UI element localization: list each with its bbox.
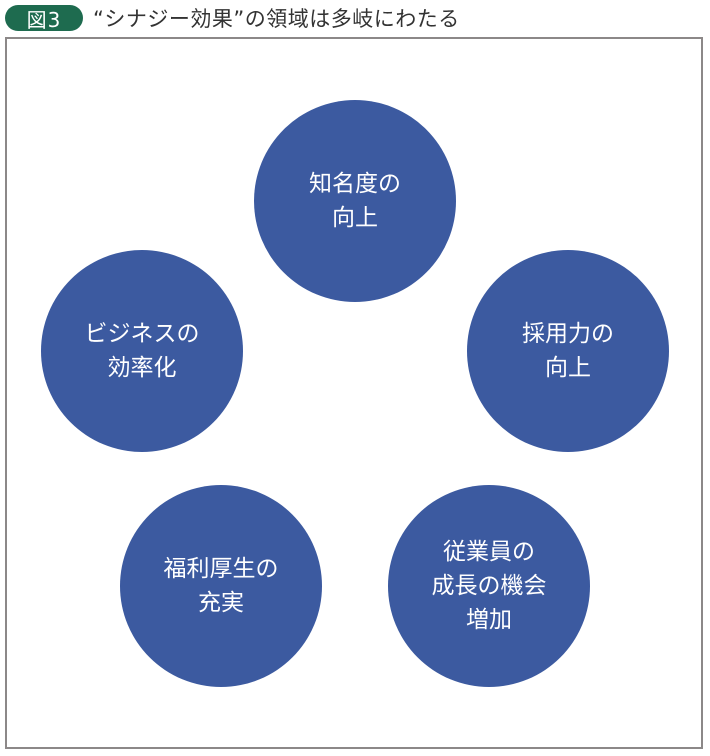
circle-bottom-left: 福利厚生の 充実 xyxy=(120,485,322,687)
figure-number-badge: 図3 xyxy=(5,5,83,32)
circle-label-line: ビジネスの xyxy=(84,321,200,347)
circle-label-line: 知名度の xyxy=(309,171,401,197)
circle-label-line: 増加 xyxy=(466,607,512,633)
circle-bottom-right: 従業員の 成長の機会 増加 xyxy=(388,485,590,687)
circle-label: 採用力の 向上 xyxy=(522,317,614,385)
circle-label-line: 採用力の xyxy=(522,321,614,347)
circle-label-line: 効率化 xyxy=(107,355,177,381)
circle-label-line: 向上 xyxy=(545,355,591,381)
circle-label: 知名度の 向上 xyxy=(309,167,401,235)
circle-label: 従業員の 成長の機会 増加 xyxy=(432,535,547,637)
circle-right: 採用力の 向上 xyxy=(467,250,669,452)
circle-left: ビジネスの 効率化 xyxy=(41,250,243,452)
circle-label: 福利厚生の 充実 xyxy=(164,552,279,620)
circle-label-line: 充実 xyxy=(198,590,244,616)
figure-header: 図3 “シナジー効果”の領域は多岐にわたる xyxy=(5,4,460,32)
circle-label-line: 成長の機会 xyxy=(431,573,547,599)
figure-title: “シナジー効果”の領域は多岐にわたる xyxy=(93,7,460,31)
circle-label: ビジネスの 効率化 xyxy=(85,317,200,385)
circle-label-line: 従業員の xyxy=(443,539,535,565)
circle-label-line: 向上 xyxy=(332,205,378,231)
circle-top: 知名度の 向上 xyxy=(254,100,456,302)
circle-label-line: 福利厚生の xyxy=(163,556,279,582)
